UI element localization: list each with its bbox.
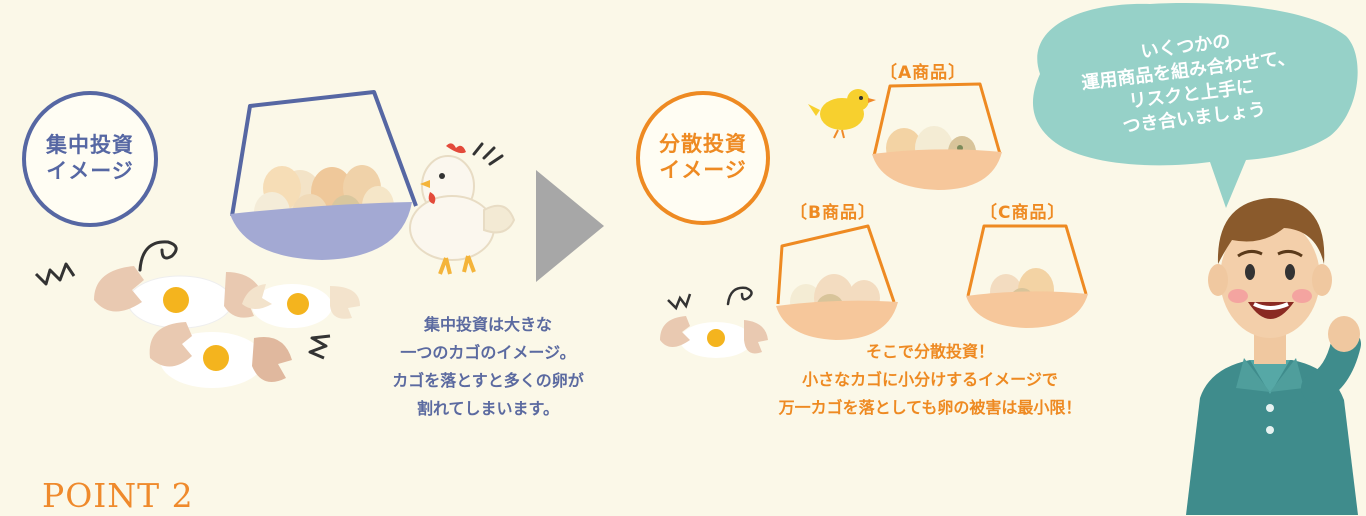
chick-icon: [808, 89, 876, 139]
concentrated-caption-line: 集中投資は大きな: [423, 315, 552, 334]
concentrated-caption-line: 割れてしまいます。: [417, 399, 559, 418]
diversified-caption: そこで分散投資！ 小さなカゴに小分けするイメージで 万一カゴを落としても卵の被害…: [700, 338, 1160, 422]
concentrated-circle-line2: イメージ: [46, 159, 134, 183]
concentrated-caption: 集中投資は大きな 一つのカゴのイメージ。 カゴを落とすと多くの卵が 割れてしまい…: [338, 311, 638, 423]
speech-bubble-icon: [1032, 3, 1358, 208]
big-basket-icon: [230, 90, 418, 260]
broken-eggs-icon: [34, 240, 360, 388]
concentrated-circle-line1: 集中投資: [46, 133, 134, 158]
diversified-circle-line1: 分散投資: [659, 132, 747, 157]
arrow-right-icon: [536, 170, 604, 282]
small-broken-egg-icon: [660, 286, 768, 358]
diversified-investment-circle: 分散投資 イメージ: [636, 91, 770, 225]
concentrated-caption-line: カゴを落とすと多くの卵が: [392, 371, 584, 390]
man-icon: [1186, 198, 1361, 515]
point-label: POINT 2: [42, 476, 194, 515]
hen-icon: [409, 142, 516, 275]
diversified-caption-line: 小さなカゴに小分けするイメージで: [802, 370, 1058, 389]
basket-c-icon: [966, 224, 1088, 328]
diversified-circle-line2: イメージ: [659, 158, 747, 182]
diversified-caption-line: そこで分散投資！: [865, 342, 994, 361]
diversified-caption-line: 万一カゴを落としても卵の被害は最小限！: [778, 398, 1082, 417]
product-c-label: 〔C商品〕: [980, 203, 1066, 223]
basket-a-icon: [872, 82, 1002, 190]
basket-b-icon: [776, 224, 898, 340]
product-a-label: 〔A商品〕: [880, 63, 967, 83]
concentrated-investment-circle: 集中投資 イメージ: [22, 91, 158, 227]
concentrated-caption-line: 一つのカゴのイメージ。: [400, 343, 576, 362]
product-b-label: 〔B商品〕: [790, 203, 876, 223]
